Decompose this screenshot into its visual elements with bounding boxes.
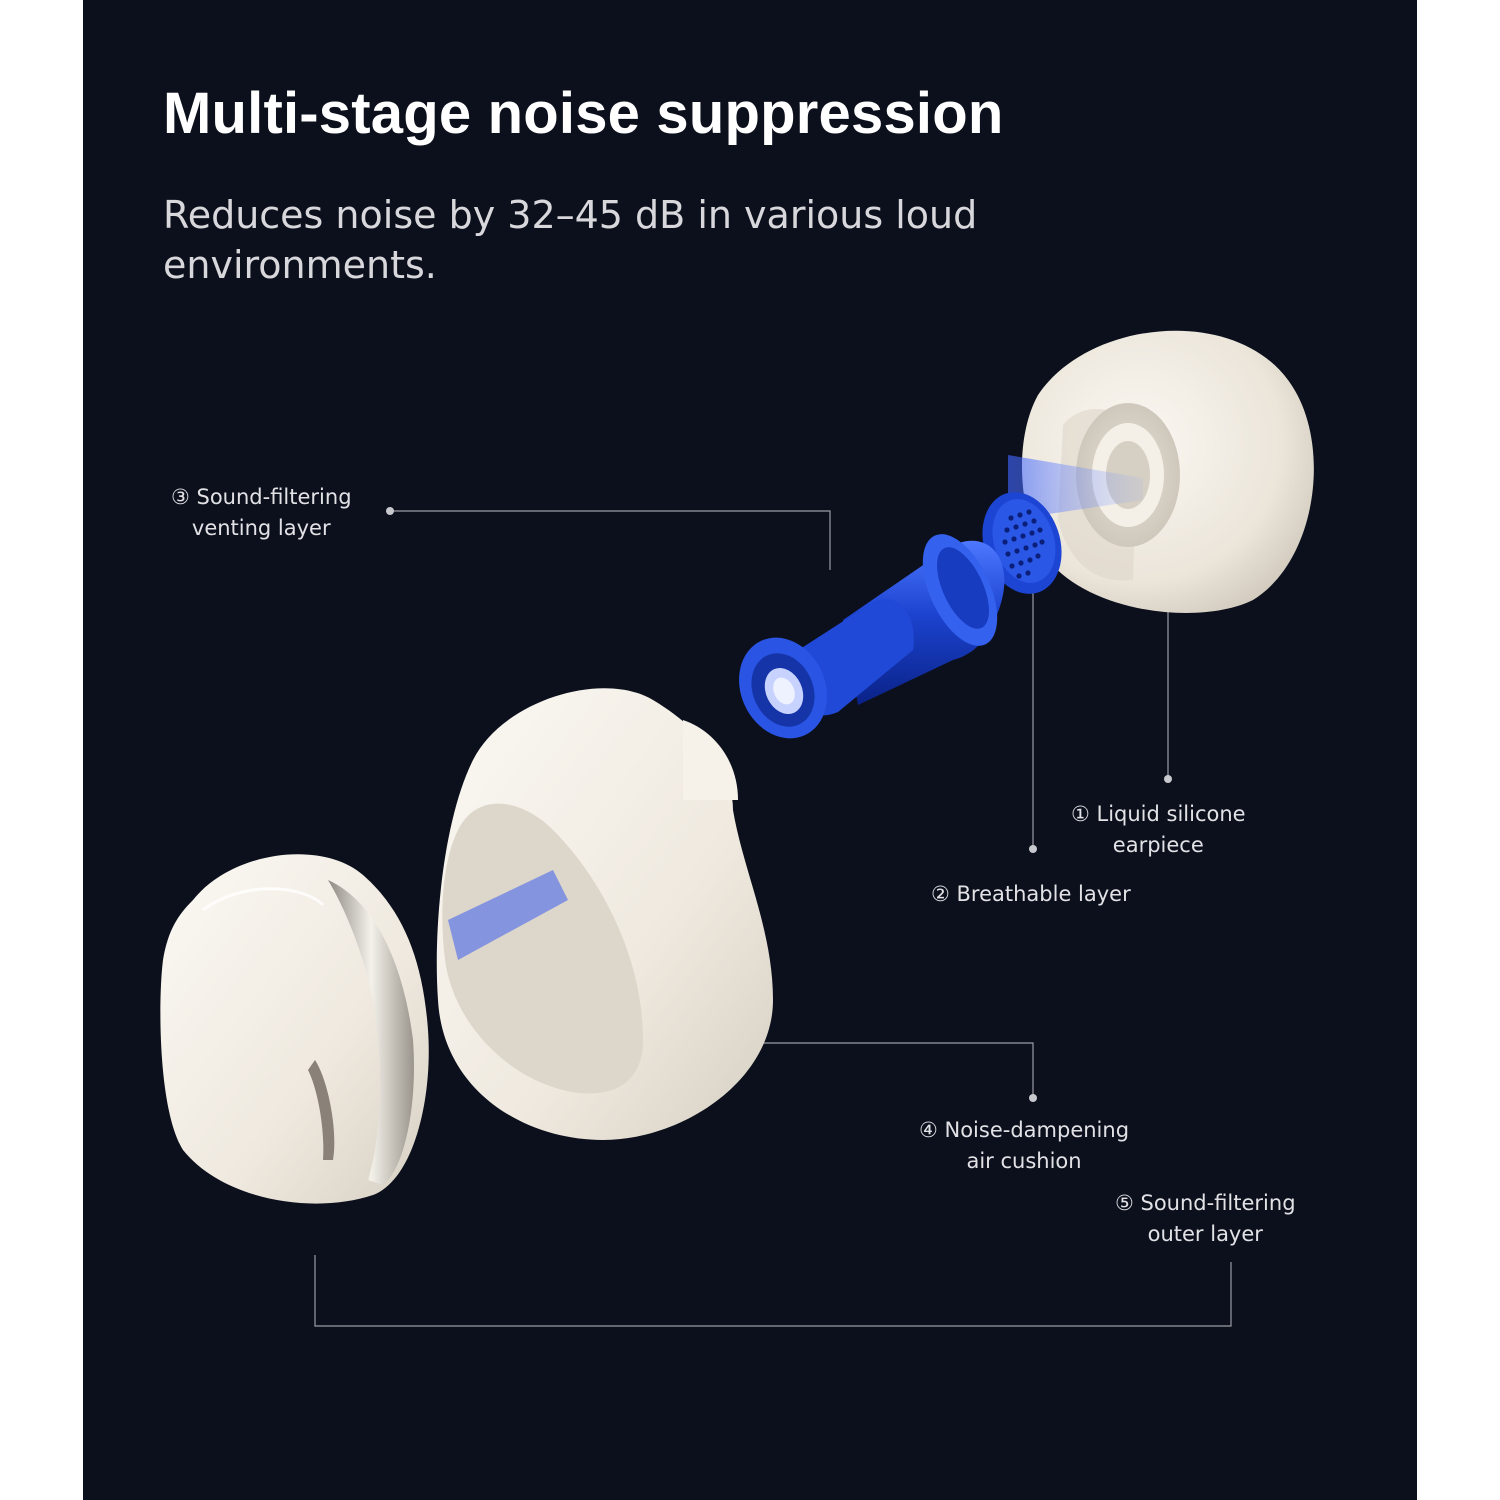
leader-line-outer	[314, 1255, 1232, 1327]
callout-venting-line1: ③ Sound-filtering	[171, 485, 352, 509]
callout-outer-layer: ⑤ Sound-filtering outer layer	[1115, 1188, 1296, 1250]
headline: Multi-stage noise suppression	[163, 81, 1004, 146]
outer-shell	[160, 854, 429, 1204]
callout-breathable-line1: ② Breathable layer	[931, 882, 1131, 906]
product-panel: Multi-stage noise suppression Reduces no…	[83, 0, 1417, 1500]
callout-cushion-line1: ④ Noise-dampening	[919, 1118, 1130, 1142]
leader-line-venting	[390, 510, 831, 570]
leader-lines	[314, 510, 1232, 1327]
leader-line-cushion	[763, 1042, 1034, 1098]
callout-silicone-line2: earpiece	[1112, 833, 1204, 857]
callout-outer-line2: outer layer	[1147, 1222, 1263, 1246]
callout-outer-line1: ⑤ Sound-filtering	[1115, 1191, 1296, 1215]
venting-filter	[739, 534, 1005, 739]
exploded-earplug-diagram	[160, 330, 1314, 1327]
callout-breathable-layer: ② Breathable layer	[931, 879, 1131, 910]
callout-air-cushion: ④ Noise-dampening air cushion	[919, 1115, 1129, 1177]
silicone-eartip	[1008, 330, 1314, 613]
subheadline: Reduces noise by 32–45 dB in various lou…	[163, 193, 978, 287]
callout-liquid-silicone: ① Liquid silicone earpiece	[1071, 799, 1246, 861]
callout-cushion-line2: air cushion	[966, 1149, 1082, 1173]
callout-venting-line2: venting layer	[191, 516, 331, 540]
callout-venting-layer: ③ Sound-filtering venting layer	[171, 482, 352, 544]
leader-dots	[386, 507, 1172, 1102]
callout-silicone-line1: ① Liquid silicone	[1071, 802, 1246, 826]
air-cushion	[436, 688, 773, 1140]
